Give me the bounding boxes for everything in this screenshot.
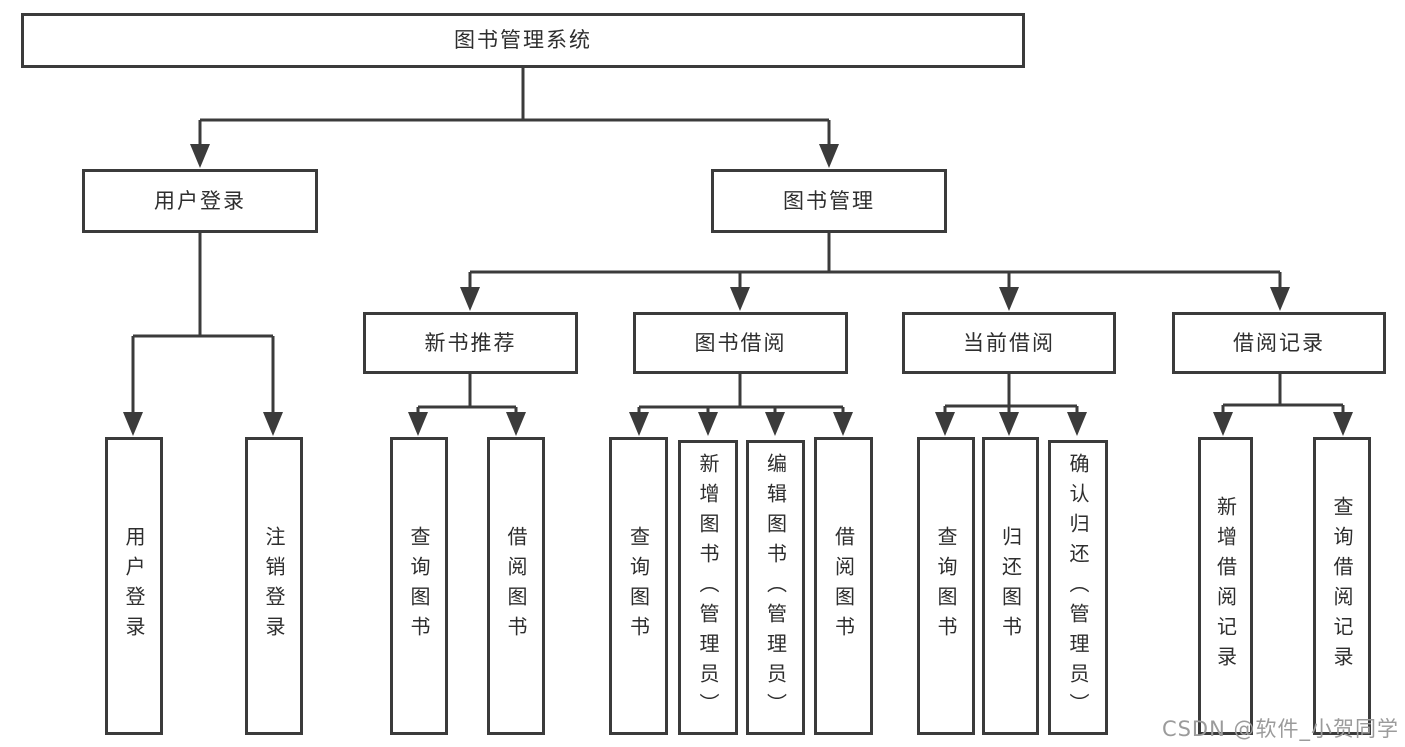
leaf-current-confirm-return-admin: 确认归还（管理员） <box>1048 440 1108 735</box>
leaf-records-query-record: 查询借阅记录 <box>1313 437 1371 735</box>
leaf-current-query-books: 查询图书 <box>917 437 975 735</box>
leaf-recommend-query-books: 查询图书 <box>390 437 448 735</box>
leaf-records-add-record: 新增借阅记录 <box>1198 437 1253 735</box>
node-book-management: 图书管理 <box>711 169 947 233</box>
leaf-borrow-edit-books-admin: 编辑图书（管理员） <box>746 440 805 735</box>
node-root-library-system: 图书管理系统 <box>21 13 1025 68</box>
leaf-borrow-add-books-admin: 新增图书（管理员） <box>678 440 738 735</box>
node-book-borrow: 图书借阅 <box>633 312 848 374</box>
leaf-borrow-borrow-books: 借阅图书 <box>814 437 873 735</box>
leaf-current-return-books: 归还图书 <box>982 437 1039 735</box>
node-new-book-recommend: 新书推荐 <box>363 312 578 374</box>
leaf-logout: 注销登录 <box>245 437 303 735</box>
leaf-user-login: 用户登录 <box>105 437 163 735</box>
csdn-watermark: CSDN @软件_小贺同学 <box>1161 717 1399 741</box>
node-borrow-records: 借阅记录 <box>1172 312 1386 374</box>
node-current-borrow: 当前借阅 <box>902 312 1116 374</box>
node-user-login: 用户登录 <box>82 169 318 233</box>
leaf-borrow-query-books: 查询图书 <box>609 437 668 735</box>
leaf-recommend-borrow-books: 借阅图书 <box>487 437 545 735</box>
